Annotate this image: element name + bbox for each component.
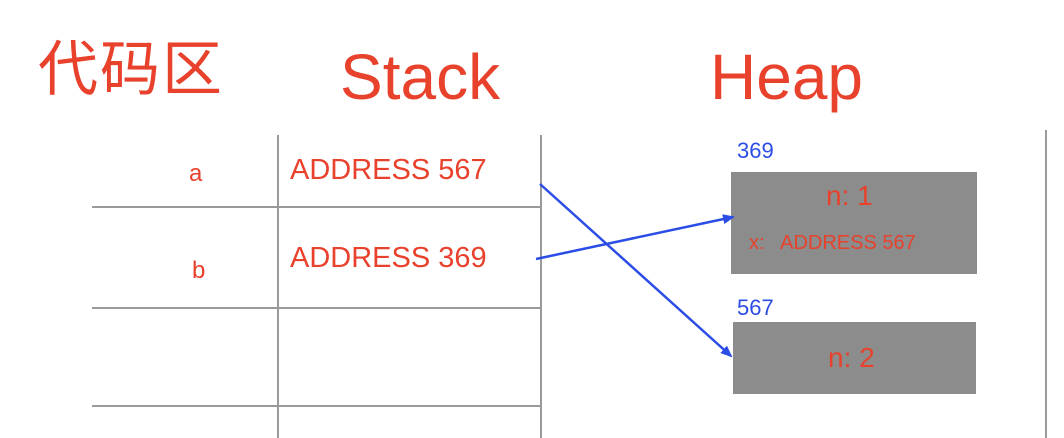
stack-var-a: a — [189, 160, 203, 187]
arrow-a-to-567 — [539, 183, 733, 358]
heap-object-567: n: 2 — [733, 322, 976, 394]
stack-value-a: ADDRESS 567 — [290, 154, 487, 186]
stack-heading: Stack — [340, 41, 501, 113]
field-n-567: n: 2 — [828, 342, 875, 373]
arrow-b-to-369 — [535, 214, 735, 261]
field-x-369: x: ADDRESS 567 — [749, 232, 916, 254]
field-n-369: n: 1 — [826, 180, 873, 211]
stack-value-b: ADDRESS 369 — [290, 242, 487, 274]
heap-object-369: n: 1 x: ADDRESS 567 — [731, 172, 977, 274]
heap-heading: Heap — [710, 41, 863, 113]
heap-address-567: 567 — [737, 295, 774, 320]
code-area-heading: 代码区 — [38, 35, 224, 105]
stack-var-b: b — [192, 257, 206, 284]
heap-address-369: 369 — [737, 138, 774, 163]
